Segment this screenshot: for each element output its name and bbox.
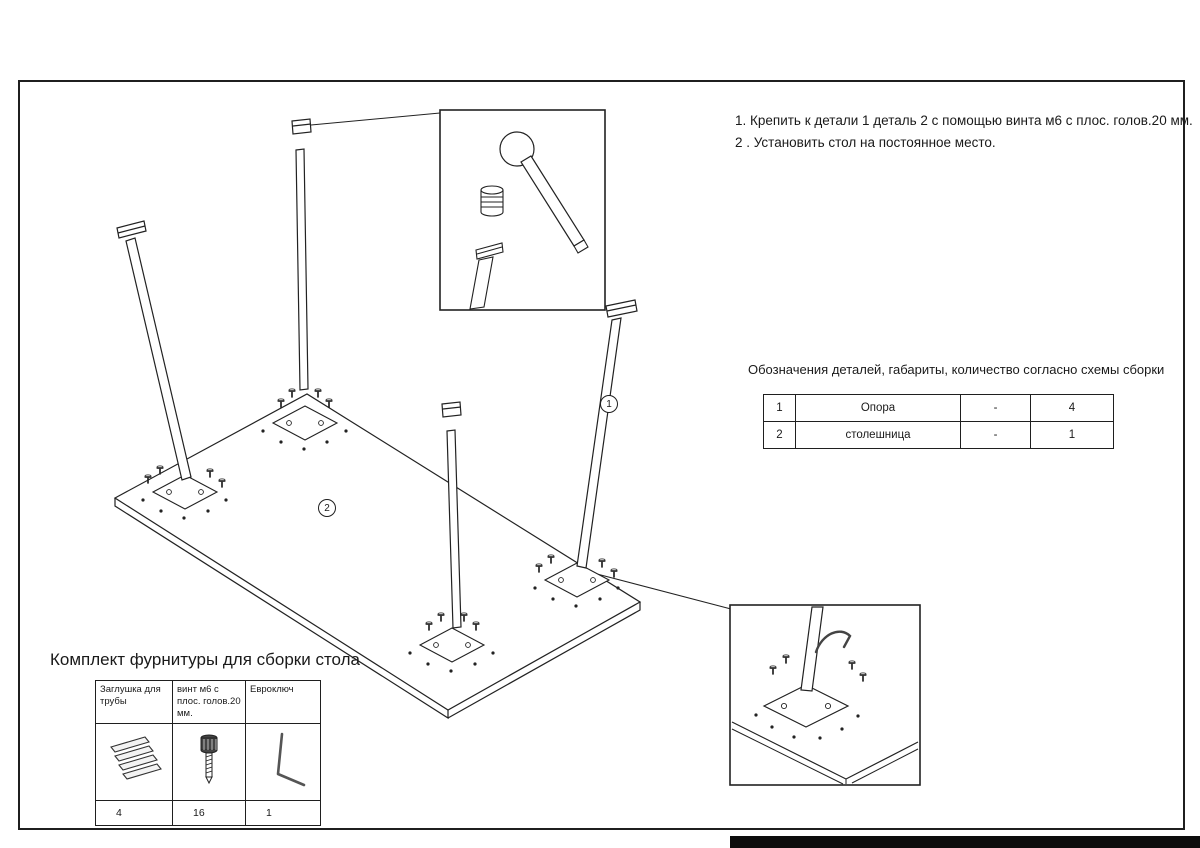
part-name: столешница (795, 421, 961, 449)
parts-table: 1 Опора - 4 2 столешница - 1 (763, 394, 1114, 449)
part-qty: 4 (1030, 394, 1114, 422)
parts-table-row: 2 столешница - 1 (763, 421, 1114, 449)
plate-holes (166, 420, 596, 648)
hardware-qty-row: 4 16 1 (95, 800, 321, 826)
mounting-plates (151, 405, 611, 663)
hardware-kit-title: Комплект фурнитуры для сборки стола (50, 650, 361, 669)
part-dims: - (960, 394, 1031, 422)
hardware-label: Заглушка для трубы (95, 680, 173, 724)
hardware-icon-row (95, 723, 321, 801)
hex-key-detail (814, 630, 852, 654)
part-name: Опора (795, 394, 961, 422)
instruction-line-1: 1. Крепить к детали 1 деталь 2 с помощью… (735, 113, 1193, 128)
hex-key-icon (276, 732, 306, 786)
tube-plug-detail (469, 242, 504, 310)
leg-1-angled (116, 220, 192, 481)
part-qty: 1 (1030, 421, 1114, 449)
screw-hole-dots (141, 429, 620, 673)
parts-table-title: Обозначения деталей, габариты, количеств… (748, 362, 1165, 377)
hardware-qty: 4 (95, 800, 173, 826)
part-number: 2 (763, 421, 796, 449)
leg-4-angled (576, 299, 638, 569)
assembly-instructions: 1. Крепить к детали 1 деталь 2 с помощью… (735, 110, 1193, 154)
detail-box-1 (439, 109, 606, 311)
hardware-qty: 16 (172, 800, 246, 826)
hardware-header-row: Заглушка для трубы винт м6 с плос. голов… (95, 680, 321, 724)
part-dims: - (960, 421, 1031, 449)
tabletop (113, 393, 642, 720)
part-callout-2: 2 (318, 499, 336, 517)
hardware-kit-table: Заглушка для трубы винт м6 с плос. голов… (95, 680, 321, 826)
part-callout-1: 1 (600, 395, 618, 413)
detail-screw-hole-dots (754, 713, 860, 740)
detail-box-2 (729, 604, 921, 786)
leg-2-vertical (291, 118, 312, 391)
screw-detail (480, 185, 504, 217)
hardware-label: Евроключ (245, 680, 321, 724)
screw-icon (200, 734, 218, 784)
scan-artifact-bar (730, 836, 1200, 848)
parts-table-row: 1 Опора - 4 (763, 394, 1114, 422)
part-number: 1 (763, 394, 796, 422)
leg-3-vertical (441, 401, 462, 629)
leader-lines (310, 112, 732, 610)
instruction-line-2: 2 . Установить стол на постоянное место. (735, 135, 996, 150)
hardware-qty: 1 (245, 800, 321, 826)
tube-plug-icon (110, 735, 162, 780)
sheet-border (18, 80, 1185, 830)
hardware-label: винт м6 с плос. голов.20 мм. (172, 680, 246, 724)
